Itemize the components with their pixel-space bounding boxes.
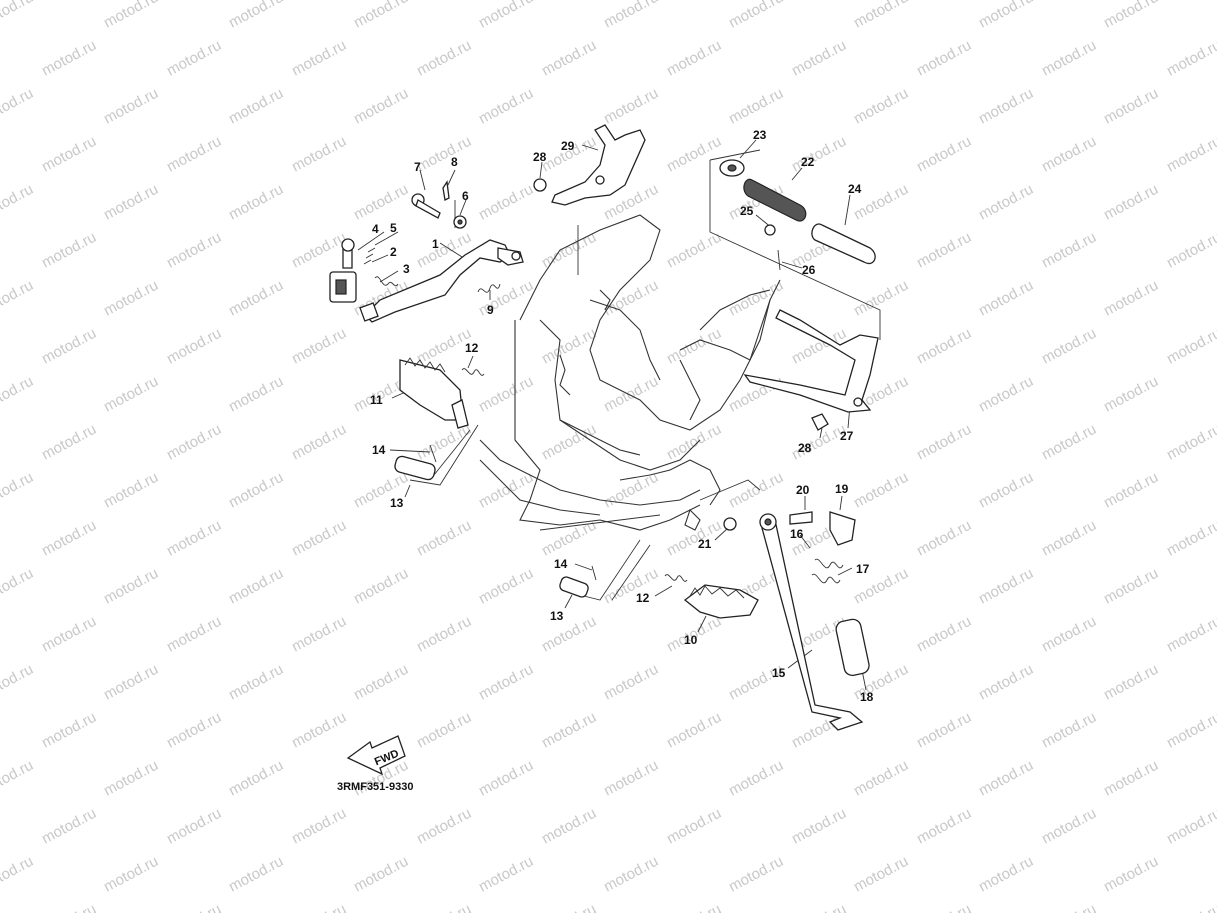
footrest-right <box>683 584 759 619</box>
callout-28-top: 28 <box>533 150 547 164</box>
callout-3: 3 <box>403 262 410 276</box>
callout-13-upper: 13 <box>390 496 404 510</box>
callout-5: 5 <box>390 221 397 235</box>
footrest-springs <box>461 368 688 582</box>
callout-16: 16 <box>790 527 804 541</box>
callout-14-upper: 14 <box>372 443 386 457</box>
rear-footrest-bracket <box>743 309 879 431</box>
callout-25: 25 <box>740 204 754 218</box>
footrest-pins <box>394 444 597 598</box>
callout-20: 20 <box>796 483 810 497</box>
callout-10: 10 <box>684 633 698 647</box>
callout-23: 23 <box>753 128 767 142</box>
callout-4: 4 <box>372 222 379 236</box>
fwd-arrow-icon: FWD <box>346 735 406 776</box>
diagram-code: 3RMF351-9330 <box>337 781 413 793</box>
callout-18: 18 <box>860 690 874 704</box>
callout-24: 24 <box>848 182 862 196</box>
footrest-left <box>399 357 469 429</box>
brake-pedal <box>359 239 524 323</box>
callout-17: 17 <box>856 562 870 576</box>
callout-6: 6 <box>462 189 469 203</box>
callout-1: 1 <box>432 237 439 251</box>
callout-28-right: 28 <box>798 441 812 455</box>
frame-outline <box>479 214 781 531</box>
callout-21: 21 <box>698 537 712 551</box>
callout-12-lower: 12 <box>636 591 650 605</box>
footrest-bracket <box>533 124 646 206</box>
pivot-bolt-group <box>411 180 467 229</box>
callout-27: 27 <box>840 429 854 443</box>
leader-lines <box>357 139 881 691</box>
callout-labels: 1 2 3 4 5 6 7 8 9 10 11 12 12 13 13 14 1… <box>370 128 874 704</box>
callout-13-lower: 13 <box>550 609 564 623</box>
callout-11: 11 <box>370 393 383 407</box>
sidestand-assembly <box>723 511 870 731</box>
return-spring <box>477 283 501 293</box>
callout-7: 7 <box>414 160 421 174</box>
grip-assembly <box>719 159 876 271</box>
callout-8: 8 <box>451 155 458 169</box>
callout-9: 9 <box>487 303 494 317</box>
callout-26: 26 <box>802 263 816 277</box>
callout-12-upper: 12 <box>465 341 479 355</box>
callout-19: 19 <box>835 482 849 496</box>
callout-2: 2 <box>390 245 397 259</box>
callout-14-lower: 14 <box>554 557 568 571</box>
clevis-assembly <box>329 238 399 303</box>
callout-15: 15 <box>772 666 786 680</box>
callout-22: 22 <box>801 155 815 169</box>
callout-29: 29 <box>561 139 575 153</box>
